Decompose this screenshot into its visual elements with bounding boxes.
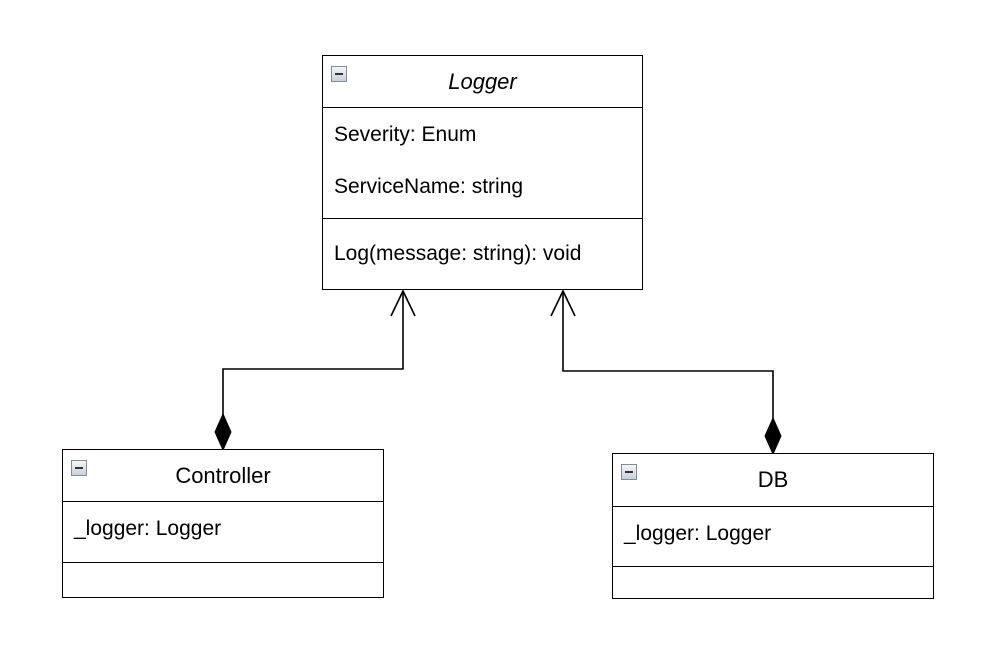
attribute-row[interactable]: Severity: Enum: [334, 123, 477, 146]
attribute-row[interactable]: _logger: Logger: [624, 522, 772, 545]
navigable-arrowhead-icon: [550, 289, 576, 317]
class-logger-header[interactable]: Logger: [323, 56, 642, 108]
class-db[interactable]: DB _logger: Logger: [612, 453, 934, 599]
class-db-header[interactable]: DB: [613, 454, 933, 507]
composition-diamond-icon: [764, 416, 782, 456]
class-logger-name: Logger: [448, 68, 517, 94]
relation-line: [562, 291, 774, 424]
class-logger-attributes[interactable]: Severity: Enum ServiceName: string: [323, 108, 642, 219]
class-controller-attributes[interactable]: _logger: Logger: [63, 502, 383, 563]
attribute-row[interactable]: _logger: Logger: [74, 517, 222, 540]
collapse-minus-icon[interactable]: [71, 460, 87, 476]
collapse-minus-icon[interactable]: [331, 66, 347, 82]
composition-diamond-icon: [214, 412, 232, 452]
attribute-row[interactable]: ServiceName: string: [334, 175, 524, 198]
class-controller[interactable]: Controller _logger: Logger: [62, 449, 384, 598]
class-logger[interactable]: Logger Severity: Enum ServiceName: strin…: [322, 55, 643, 290]
class-controller-header[interactable]: Controller: [63, 450, 383, 502]
method-row[interactable]: Log(message: string): void: [334, 242, 582, 265]
class-db-name: DB: [757, 467, 789, 492]
relation-db-logger[interactable]: [550, 289, 782, 456]
navigable-arrowhead-icon: [390, 289, 416, 317]
class-db-methods[interactable]: [613, 567, 933, 597]
collapse-minus-icon[interactable]: [621, 464, 637, 480]
relation-line: [222, 291, 404, 422]
class-db-attributes[interactable]: _logger: Logger: [613, 507, 933, 567]
relation-controller-logger[interactable]: [214, 289, 416, 452]
class-controller-methods[interactable]: [63, 563, 383, 596]
class-logger-methods[interactable]: Log(message: string): void: [323, 219, 642, 289]
class-controller-name: Controller: [175, 462, 271, 488]
